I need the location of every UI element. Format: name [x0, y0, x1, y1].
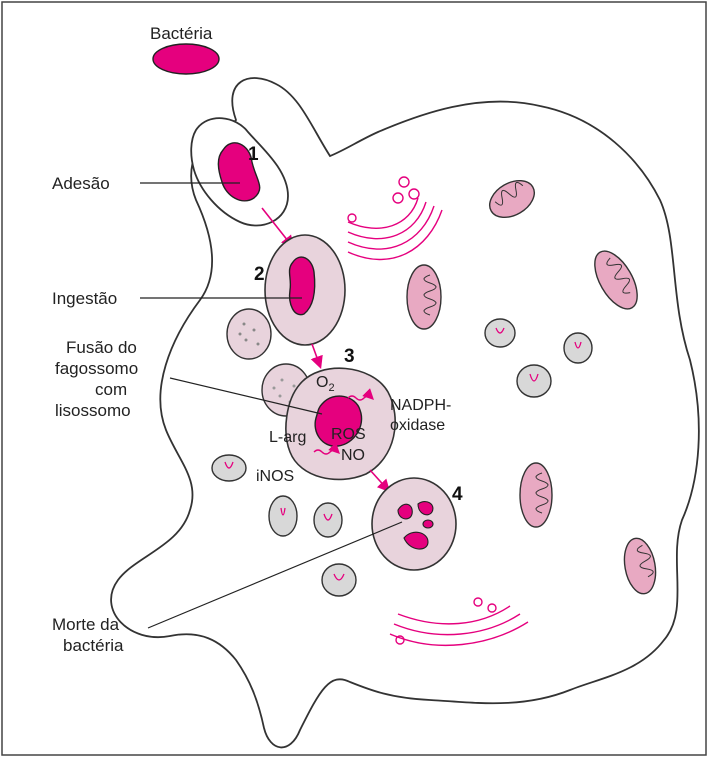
mitochondrion-4 [520, 463, 552, 527]
label-fusion-line4: lisossomo [55, 401, 131, 420]
step-number-4: 4 [452, 484, 463, 505]
label-death-line2: bactéria [63, 636, 124, 655]
label-nadph-line2: oxidase [390, 417, 445, 434]
bacterium-ingestion [289, 257, 314, 315]
label-fusion-line2: fagossomo [55, 359, 138, 378]
step-number-3: 3 [344, 346, 355, 367]
lysosome [227, 309, 271, 359]
label-oxygen-main: O [316, 374, 328, 391]
label-nadph-line1: NADPH- [390, 397, 451, 414]
free-bacterium [153, 44, 219, 74]
label-ingestion: Ingestão [52, 289, 117, 308]
mitochondrion-2 [407, 265, 441, 329]
step-number-1: 1 [248, 144, 259, 165]
label-fusion-line1: Fusão do [66, 338, 137, 357]
label-l-arginine: L-arg [269, 429, 306, 446]
phagolysosome-death [372, 478, 456, 570]
step-number-2: 2 [254, 264, 265, 285]
label-inos: iNOS [256, 468, 294, 485]
label-death-line1: Morte da [52, 615, 120, 634]
label-adhesion: Adesão [52, 174, 110, 193]
label-nitric-oxide: NO [341, 447, 365, 464]
label-oxygen-sub: 2 [328, 382, 334, 394]
label-bacteria: Bactéria [150, 24, 213, 43]
label-fusion-line3: com [95, 380, 127, 399]
label-ros: ROS [331, 426, 366, 443]
